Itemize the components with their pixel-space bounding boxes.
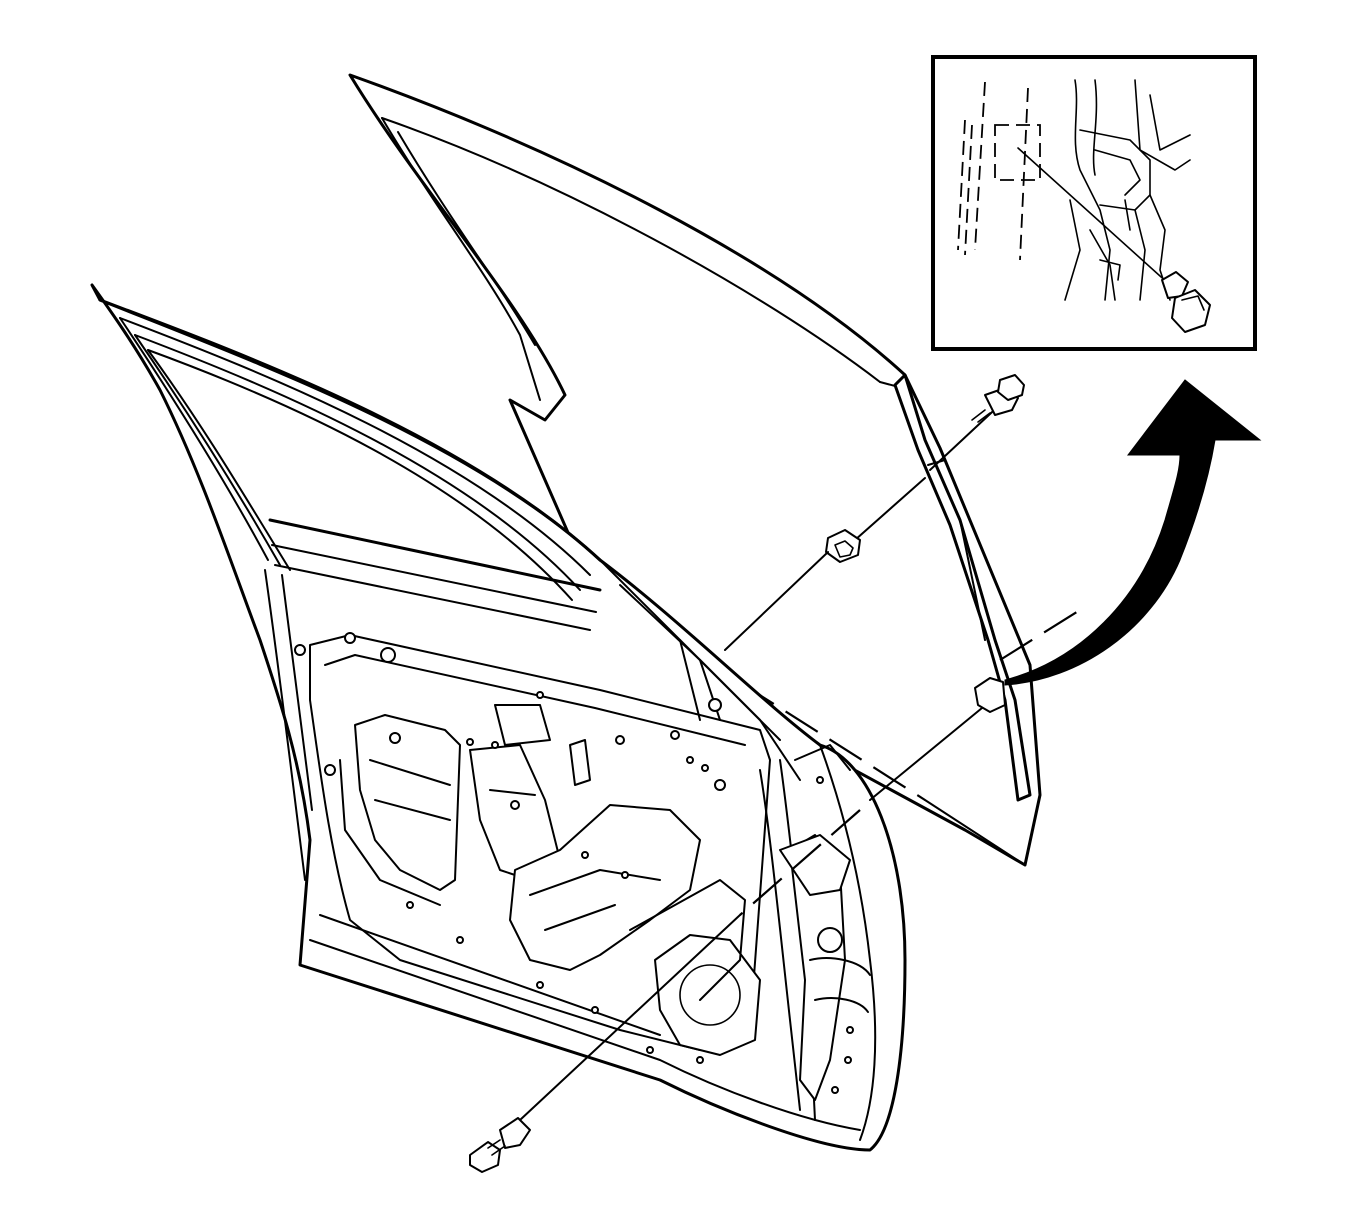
detail-callout	[931, 55, 1257, 351]
direction-arrow	[1004, 379, 1262, 686]
door-holes	[294, 632, 854, 1094]
lower-channel-bolt	[469, 809, 861, 1173]
rear-glass-channel	[893, 373, 1032, 802]
channel-nut	[724, 477, 926, 651]
door-frame	[90, 283, 907, 1152]
channel-bracket	[869, 677, 1006, 801]
glass-lower-edge	[924, 799, 1026, 866]
window-glass	[348, 73, 1042, 867]
callout-leader-dash	[999, 609, 1081, 661]
glass-channel-bolt	[929, 374, 1025, 471]
